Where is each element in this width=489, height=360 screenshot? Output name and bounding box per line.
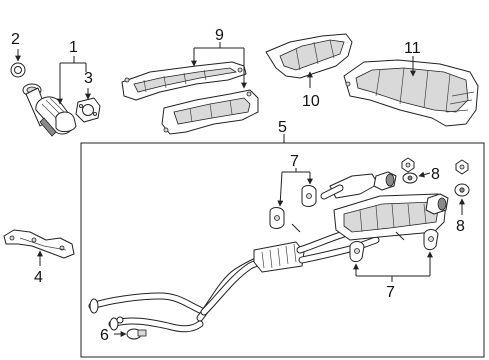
callout-10: 10 <box>302 93 320 110</box>
gasket-ring-part-2 <box>10 62 26 78</box>
clamp-part-6 <box>116 316 147 340</box>
callout-4: 4 <box>34 269 43 286</box>
callout-9: 9 <box>215 27 224 44</box>
flange-gasket-part-3 <box>75 97 101 123</box>
bracket-part-4 <box>3 229 75 259</box>
callout-2: 2 <box>11 31 20 48</box>
exhaust-pipe-assembly <box>88 171 449 333</box>
callout-1: 1 <box>69 39 78 56</box>
hanger-insulator-part-7-upper <box>269 185 317 229</box>
catalytic-converter-part-1 <box>22 83 77 137</box>
callout-7-upper: 7 <box>290 153 299 170</box>
assembly-frame-part-5 <box>80 142 485 358</box>
tunnel-heat-shield-part-10 <box>265 33 353 79</box>
heat-shield-front-part-9 <box>121 61 247 101</box>
rear-heat-shield-part-11 <box>343 59 479 127</box>
grommet-part-8-upper <box>401 157 418 184</box>
callout-8-right: 8 <box>456 218 465 235</box>
grommet-part-8-right <box>454 159 470 197</box>
callout-11: 11 <box>404 40 421 57</box>
callout-8-upper: 8 <box>431 166 440 183</box>
callout-6: 6 <box>100 327 109 344</box>
heat-shield-rear-part-9 <box>161 89 259 135</box>
callout-5: 5 <box>278 119 287 136</box>
hanger-insulator-part-7-lower <box>349 229 439 263</box>
callout-3: 3 <box>84 70 93 87</box>
callout-7-lower: 7 <box>386 284 395 301</box>
